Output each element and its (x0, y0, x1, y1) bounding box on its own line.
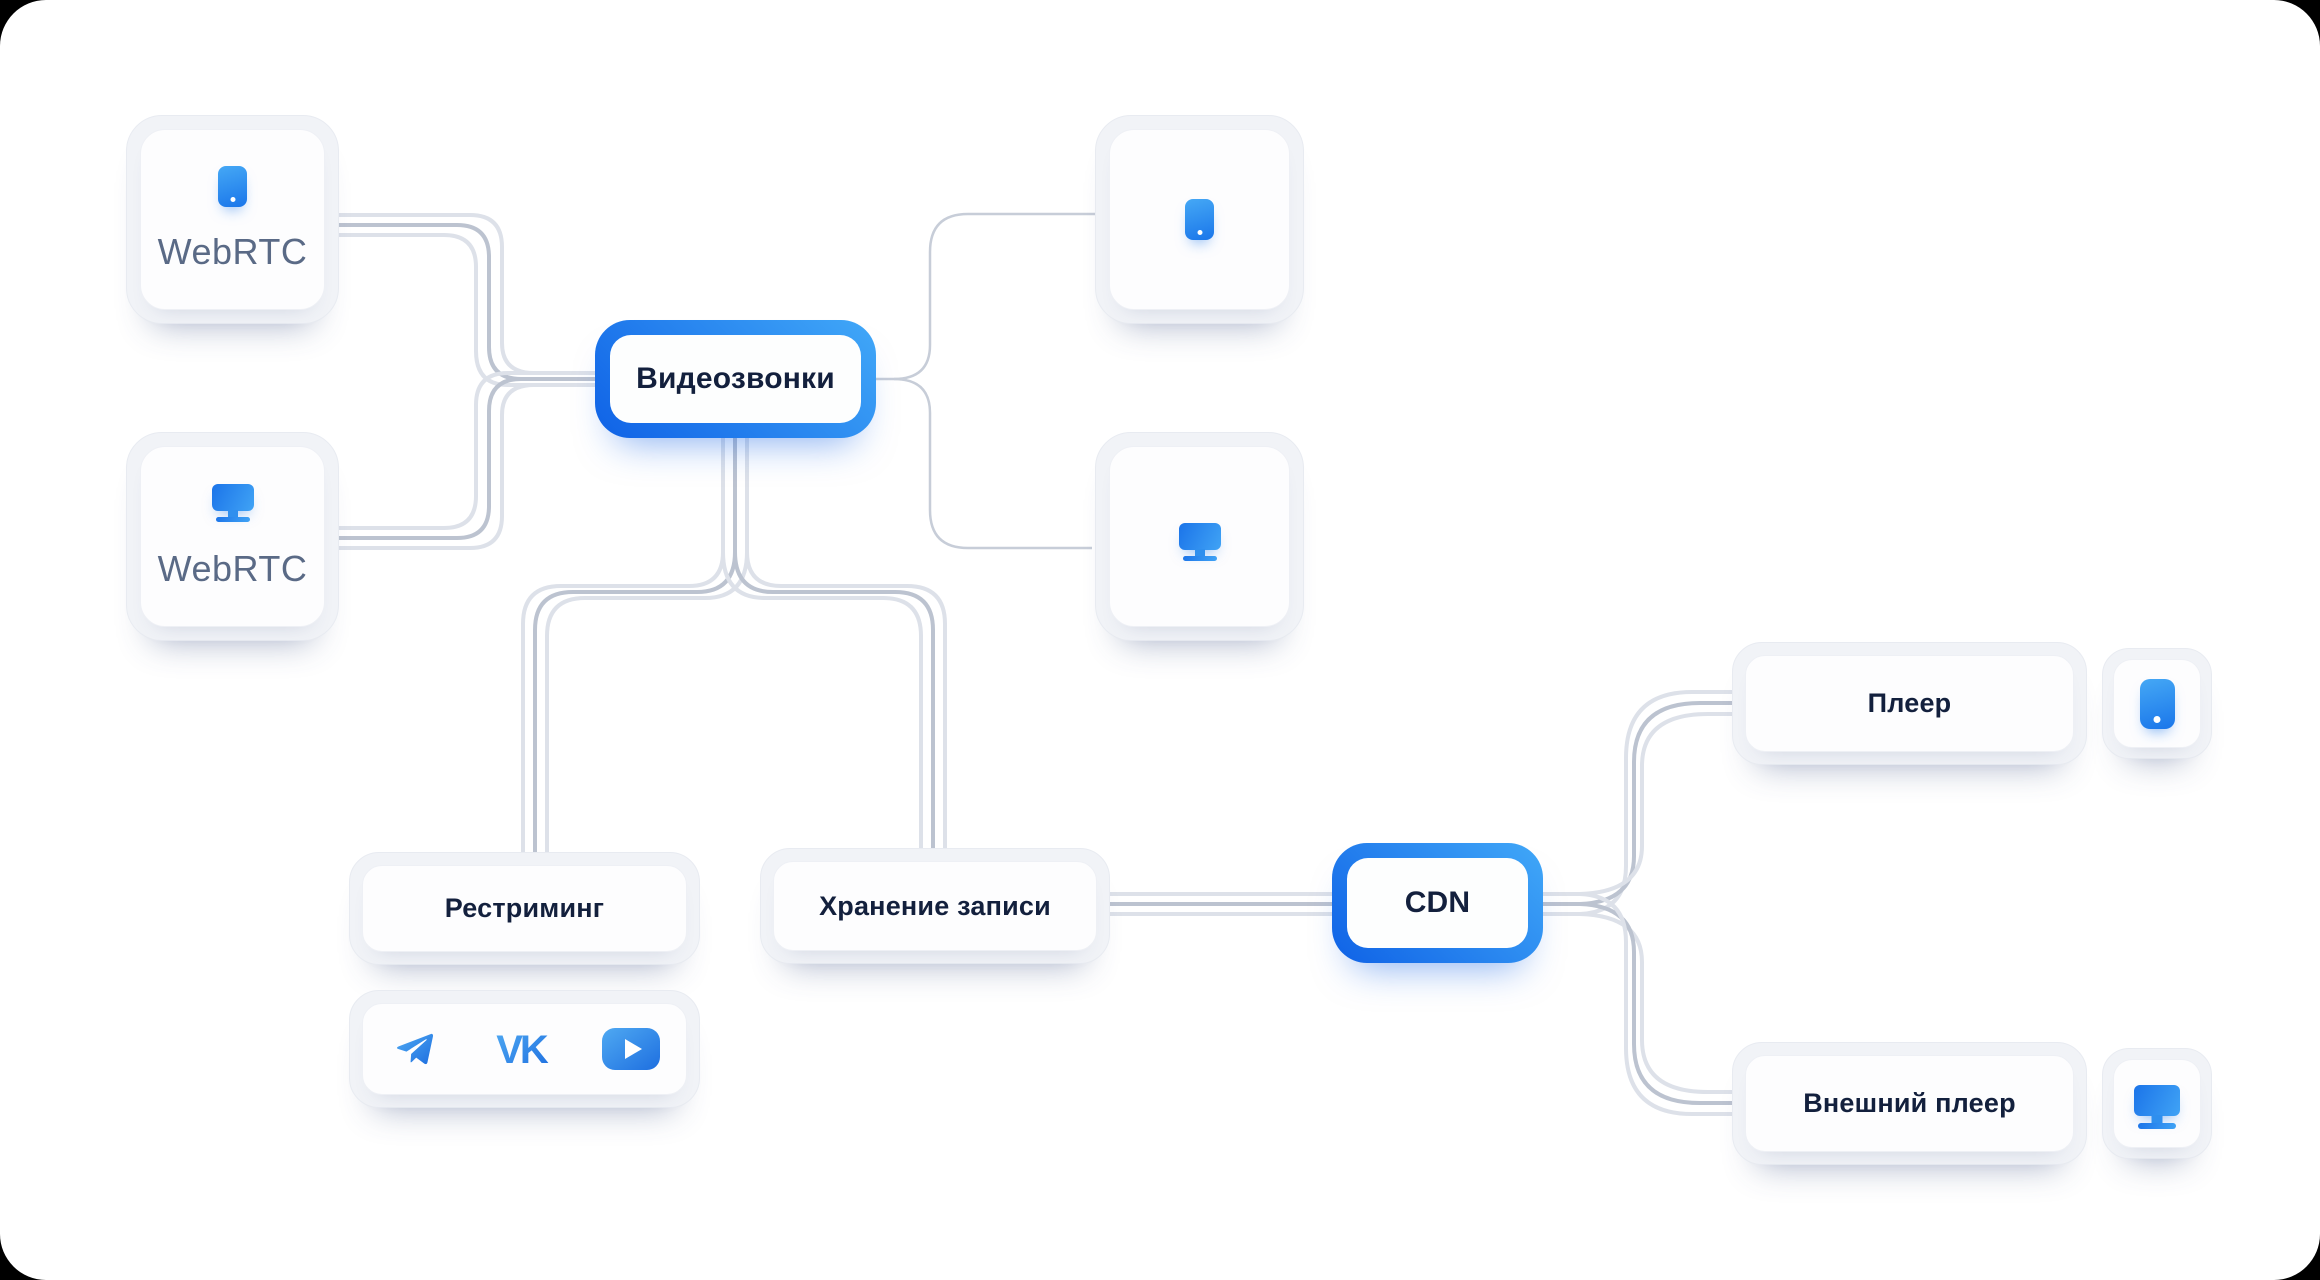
edge-videocalls-storage (721, 438, 947, 848)
viewer-desktop-box (1095, 432, 1304, 641)
webrtc-mobile-box: WebRTC (126, 115, 339, 324)
edge-cdn-player (1543, 690, 1732, 916)
smartphone-icon (1185, 199, 1214, 240)
smartphone-icon (2139, 678, 2175, 729)
monitor-icon (2134, 1085, 2180, 1116)
edge-cdn-external-player (1543, 892, 1732, 1116)
videocalls-node: Видеозвонки (595, 320, 876, 438)
vk-icon: VK (496, 1028, 552, 1071)
player-box: Плеер (1732, 642, 2087, 765)
cdn-label: CDN (1404, 886, 1471, 919)
external-player-box: Внешний плеер (1732, 1042, 2087, 1165)
video-play-icon (601, 1028, 660, 1070)
edge-storage-cdn (1108, 892, 1332, 916)
telegram-icon (396, 1033, 433, 1065)
webrtc-desktop-label: WebRTC (157, 547, 308, 589)
edge-webrtc-desktop-videocalls (337, 371, 595, 550)
webrtc-desktop-box: WebRTC (126, 432, 339, 641)
monitor-icon (1178, 523, 1221, 550)
external-player-label: Внешний плеер (1803, 1088, 2016, 1118)
player-label: Плеер (1867, 688, 1952, 718)
external-player-device-box (2102, 1048, 2212, 1159)
edge-videocalls-viewers (876, 212, 1095, 550)
smartphone-icon (218, 166, 247, 207)
flow-dashes (354, 212, 1733, 1117)
social-targets-box: VK (349, 990, 700, 1108)
svg-text:VK: VK (496, 1028, 549, 1071)
storage-label: Хранение записи (819, 890, 1051, 921)
monitor-icon (211, 483, 254, 511)
viewer-mobile-box (1095, 115, 1304, 324)
webrtc-mobile-label: WebRTC (157, 231, 308, 272)
edge-videocalls-restreaming (521, 438, 749, 852)
storage-box: Хранение записи (760, 848, 1110, 964)
edge-webrtc-mobile-videocalls (337, 213, 595, 387)
restreaming-box: Рестриминг (349, 852, 700, 965)
cdn-node: CDN (1332, 843, 1543, 963)
videocalls-label: Видеозвонки (636, 362, 835, 395)
restreaming-label: Рестриминг (444, 893, 605, 923)
player-device-box (2102, 648, 2212, 759)
